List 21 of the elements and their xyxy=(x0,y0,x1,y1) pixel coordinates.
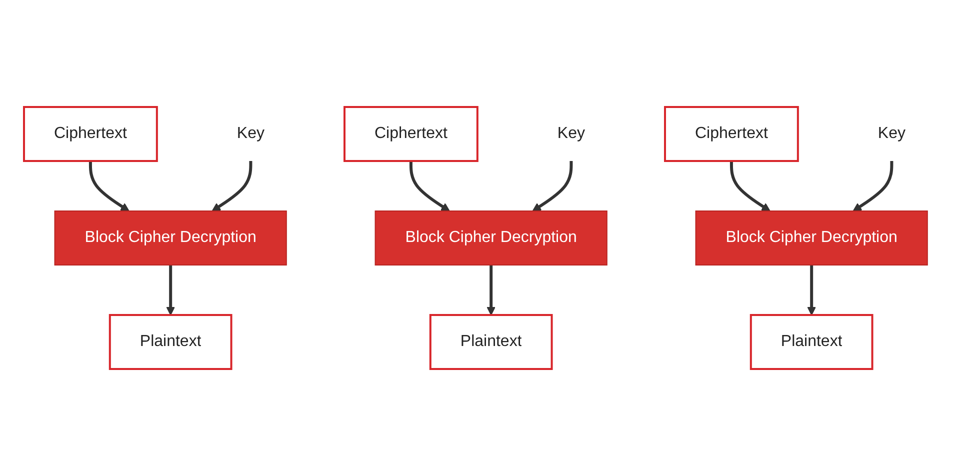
node-box: Ciphertext xyxy=(22,106,158,162)
node-text: Key xyxy=(236,125,264,142)
node-box: Ciphertext xyxy=(664,106,799,162)
arrow xyxy=(409,161,450,212)
arrow xyxy=(806,265,816,316)
arrow xyxy=(212,161,252,212)
node-text: Key xyxy=(557,125,585,142)
arrow xyxy=(166,265,175,316)
arrow xyxy=(532,161,572,212)
node-box: Plaintext xyxy=(750,314,874,370)
node-box: Ciphertext xyxy=(343,106,478,162)
node-box: Block Cipher Decryption xyxy=(54,210,287,266)
node-box: Plaintext xyxy=(429,314,553,370)
arrow xyxy=(730,161,770,212)
node-box: Block Cipher Decryption xyxy=(695,210,928,266)
arrow xyxy=(852,161,893,212)
node-text: Key xyxy=(878,125,906,142)
node-box: Plaintext xyxy=(108,314,232,370)
arrow xyxy=(88,161,130,212)
arrow xyxy=(486,265,496,316)
node-box: Block Cipher Decryption xyxy=(374,210,608,266)
